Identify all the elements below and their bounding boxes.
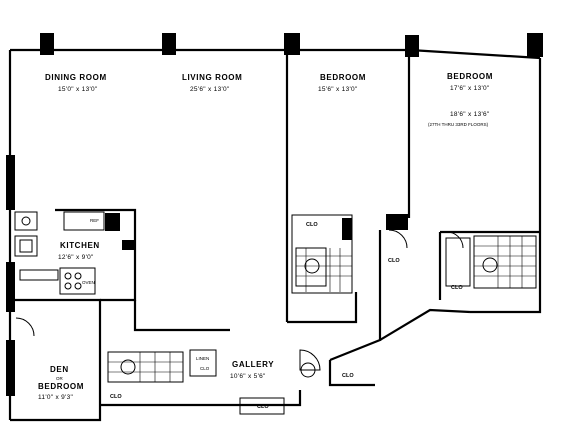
interior-walls xyxy=(10,55,540,407)
kitchen-name: KITCHEN xyxy=(60,241,100,250)
bedroom2-name: BEDROOM xyxy=(447,72,493,81)
den-name-line2: OR xyxy=(56,376,64,381)
bedroom1-dims: 15'6" x 13'0" xyxy=(318,86,358,93)
hall-closet-label: CLO xyxy=(388,258,400,264)
gallery-bath xyxy=(107,351,184,383)
gallery-dims: 10'6" x 5'6" xyxy=(230,373,266,380)
gallery-name: GALLERY xyxy=(232,360,274,369)
oven-label: OVEN xyxy=(82,280,95,285)
gallery-closet-label: CLO xyxy=(342,373,354,379)
bedroom1-name: BEDROOM xyxy=(320,73,366,82)
linen-closet-label-line2: CLO xyxy=(200,366,210,371)
room-labels: DINING ROOM 15'0" x 13'0" LIVING ROOM 25… xyxy=(38,72,493,401)
den-name-line1: DEN xyxy=(50,365,69,374)
bed1-closet-label: CLO xyxy=(306,222,318,228)
bedroom2-alt-dims: 18'6" x 13'6" xyxy=(450,111,490,118)
closet-labels: CLO CLO CLO CLO CLO CLO LINEN CLO xyxy=(110,222,463,410)
fixture-labels: REF OVEN W/D xyxy=(82,218,116,285)
bathroom-2 xyxy=(445,235,537,289)
linen-closet-label-line1: LINEN xyxy=(196,356,209,361)
kitchen-fixtures xyxy=(14,211,134,295)
bathroom-1 xyxy=(291,214,408,294)
entry-closet xyxy=(239,397,285,415)
structural-columns xyxy=(40,33,543,57)
living-room-name: LIVING ROOM xyxy=(182,73,242,82)
den-dims: 11'0" x 9'3" xyxy=(38,394,74,401)
den-closet-label: CLO xyxy=(110,394,122,400)
entry-closet-label: CLO xyxy=(257,404,269,410)
bedroom2-alt-note: (27TH THRU 33RD FLOORS) xyxy=(428,122,489,127)
door-swings xyxy=(15,229,464,378)
den-name-line3: BEDROOM xyxy=(38,382,84,391)
dining-room-name: DINING ROOM xyxy=(45,73,107,82)
bedroom2-dims: 17'6" x 13'0" xyxy=(450,85,490,92)
kitchen-dims: 12'6" x 9'0" xyxy=(58,254,94,261)
washer-label: W/D xyxy=(107,220,116,225)
dining-room-dims: 15'0" x 13'0" xyxy=(58,86,98,93)
linen-closet xyxy=(189,349,217,377)
refrigerator-label: REF xyxy=(90,218,99,223)
bed2-closet-label: CLO xyxy=(451,285,463,291)
living-room-dims: 25'6" x 13'0" xyxy=(190,86,230,93)
